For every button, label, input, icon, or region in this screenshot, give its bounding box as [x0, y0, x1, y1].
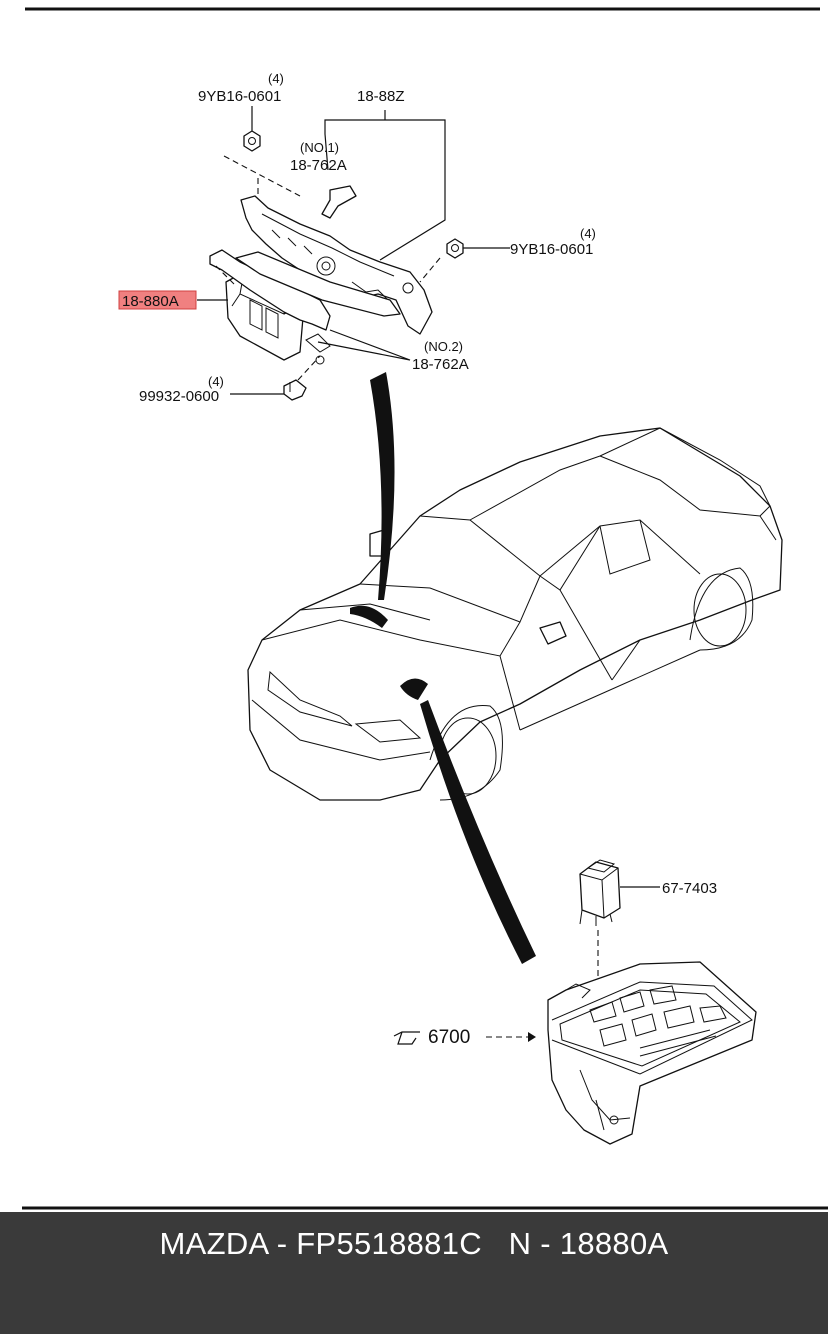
car-illustration	[247, 427, 783, 801]
bracket-label[interactable]: 18-88Z	[357, 88, 405, 105]
upper-assembly	[197, 106, 510, 401]
nut-right-part	[446, 238, 464, 259]
part-number-caption: MAZDA - FP5518881C N - 18880A	[159, 1226, 669, 1261]
footer-bar: MAZDA - FP5518881C N - 18880A	[0, 1212, 828, 1334]
relay-label[interactable]: 67-7403	[662, 880, 717, 897]
module-label-highlight	[118, 290, 197, 310]
clip-label[interactable]: 99932-0600	[139, 388, 219, 405]
bracket-no2-part	[209, 249, 401, 365]
strap-no1-part	[321, 185, 357, 219]
bracket-no2-label[interactable]: 18-762A	[412, 356, 469, 373]
clip-part	[283, 379, 307, 401]
nut-top-qty: (4)	[268, 71, 284, 86]
relay-part	[579, 859, 621, 926]
nut-right-label[interactable]: 9YB16-0601	[510, 241, 593, 258]
bracket-no1-sub: (NO.1)	[300, 140, 339, 155]
fuse-box-part	[547, 961, 757, 1145]
fuse-box-ref-label[interactable]: 6700	[428, 1027, 470, 1048]
parts-diagram: (4) 9YB16-0601 18-88Z (NO.1) 18-762A (4)…	[22, 7, 828, 1210]
bracket-no1-part	[240, 195, 433, 335]
bracket-no2-sub: (NO.2)	[424, 339, 463, 354]
pointer-arrow-lower	[420, 700, 536, 964]
bracket-no1-label[interactable]: 18-762A	[290, 157, 347, 174]
nut-top-label[interactable]: 9YB16-0601	[198, 88, 281, 105]
pointing-hand-icon	[393, 1031, 420, 1045]
module-label[interactable]: 18-880A	[122, 293, 179, 310]
pointer-arrow-upper	[370, 372, 395, 600]
clip-qty: (4)	[208, 374, 224, 389]
nut-right-qty: (4)	[580, 226, 596, 241]
nut-top-part	[243, 130, 261, 152]
